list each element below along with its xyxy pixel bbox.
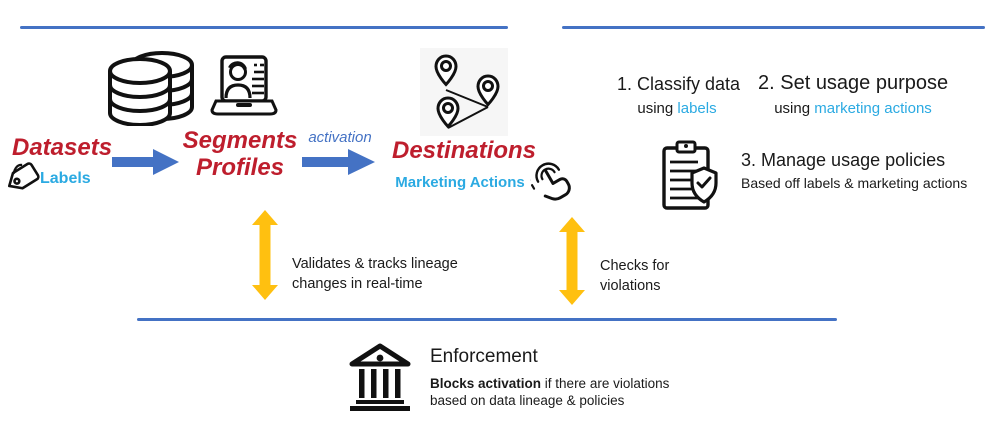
- step1-using-text: using: [637, 100, 678, 117]
- violations-note: Checks for violations: [600, 258, 670, 294]
- enforcement-desc: Blocks activation if there are violation…: [430, 375, 669, 392]
- enforcement-desc-bold: Blocks activation: [430, 376, 542, 391]
- enforcement-title: Enforcement: [430, 346, 538, 367]
- lineage-double-arrow: [252, 210, 278, 300]
- datasets-label: Datasets: [12, 134, 113, 161]
- step3-title: 3. Manage usage policies: [741, 150, 946, 170]
- bank-icon: [344, 342, 416, 412]
- activation-label: activation: [308, 129, 372, 146]
- step1-keyword: labels: [677, 100, 717, 117]
- database-icon: [106, 50, 196, 126]
- policy-clipboard-icon: [658, 140, 720, 212]
- marketing-actions-keyword: Marketing Actions: [395, 174, 525, 191]
- destinations-pins-icon: [420, 48, 508, 136]
- top-divider-right: [562, 26, 985, 29]
- step1-title: 1. Classify data: [617, 74, 741, 94]
- flow-arrow-datasets-to-segments: [112, 148, 180, 176]
- enforcement-desc-line2: based on data lineage & policies: [430, 393, 625, 408]
- enforcement-desc-rest: if there are violations: [541, 376, 670, 391]
- segments-profiles-label: Segments Profiles: [182, 127, 298, 181]
- step2-using-text: using: [774, 100, 815, 117]
- lineage-note: Validates & tracks lineage changes in re…: [292, 256, 458, 292]
- step3-subtitle: Based off labels & marketing actions: [741, 175, 968, 191]
- tap-gesture-icon: [530, 155, 572, 205]
- step1-subtitle: using labels: [612, 100, 742, 117]
- labels-keyword: Labels: [40, 170, 91, 187]
- tag-icon: [2, 158, 42, 198]
- flow-arrow-segments-to-destinations: [302, 148, 376, 176]
- enforcement-divider: [137, 318, 837, 321]
- top-divider-left: [20, 26, 508, 29]
- violations-double-arrow: [559, 217, 585, 305]
- step2-keyword: marketing actions: [814, 100, 932, 117]
- step2-subtitle: using marketing actions: [758, 100, 948, 117]
- destinations-label: Destinations: [392, 137, 537, 164]
- segments-laptop-icon: [208, 55, 280, 121]
- step2-title: 2. Set usage purpose: [758, 72, 949, 94]
